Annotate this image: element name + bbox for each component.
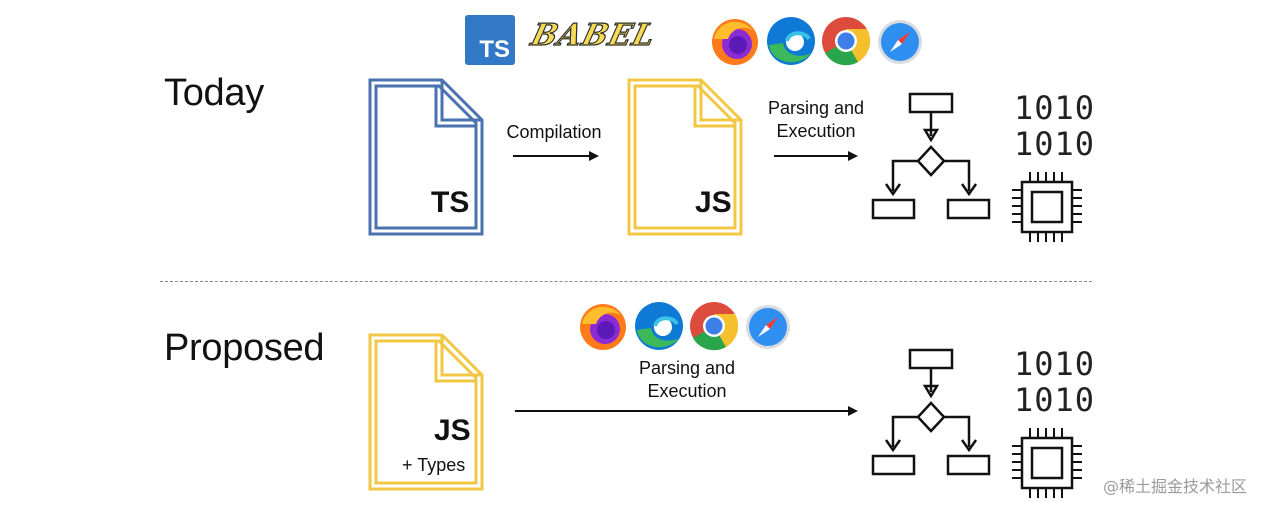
ts-file-icon: [368, 78, 484, 236]
typescript-logo: TS: [465, 15, 515, 65]
binary-line1: 1010: [1014, 89, 1096, 127]
compilation-arrow: [513, 151, 599, 161]
babel-logo-text: BABEL: [527, 17, 660, 53]
binary-line2: 1010: [1014, 381, 1096, 419]
exec-caption-line1: Parsing and: [767, 98, 865, 118]
exec-caption-proposed: Parsing and Execution: [624, 357, 750, 403]
execution-arrow-proposed: [515, 406, 858, 416]
exec-caption-line2: Execution: [776, 121, 856, 141]
binary-line2: 1010: [1014, 125, 1096, 163]
typescript-logo-text: TS: [479, 36, 510, 63]
js-types-file-label: JS: [434, 414, 471, 447]
firefox-icon: [580, 304, 626, 350]
flowchart-icon: [871, 348, 991, 476]
chrome-icon: [822, 17, 871, 66]
edge-icon: [767, 17, 815, 65]
binary-line1: 1010: [1014, 345, 1096, 383]
section-divider: [160, 281, 1092, 282]
chrome-icon: [690, 302, 739, 351]
binary-digits-proposed: 1010 1010: [1014, 346, 1095, 418]
execution-arrow-today: [774, 151, 858, 161]
safari-icon: [746, 305, 790, 349]
edge-icon: [635, 302, 683, 350]
exec-caption-line2: Execution: [647, 381, 727, 401]
js-file-label: JS: [695, 186, 732, 219]
exec-caption-line1: Parsing and: [638, 358, 736, 378]
proposed-label: Proposed: [164, 327, 325, 369]
browser-icons-proposed: [578, 300, 798, 352]
safari-icon: [878, 20, 922, 64]
today-label: Today: [164, 72, 264, 114]
compilation-caption: Compilation: [506, 122, 602, 142]
binary-digits-today: 1010 1010: [1014, 90, 1095, 162]
cpu-icon: [1012, 172, 1082, 242]
flowchart-icon: [871, 92, 991, 220]
types-label: + Types: [402, 455, 466, 475]
js-types-file-icon: [368, 333, 484, 491]
cpu-icon: [1012, 428, 1082, 498]
firefox-icon: [712, 19, 758, 65]
js-file-icon: [627, 78, 743, 236]
browser-icons-today: [710, 15, 930, 67]
ts-file-label: TS: [431, 186, 470, 219]
watermark: @稀土掘金技术社区: [1103, 477, 1248, 496]
exec-caption-today: Parsing and Execution: [754, 97, 878, 143]
babel-logo: BABEL: [527, 17, 660, 53]
